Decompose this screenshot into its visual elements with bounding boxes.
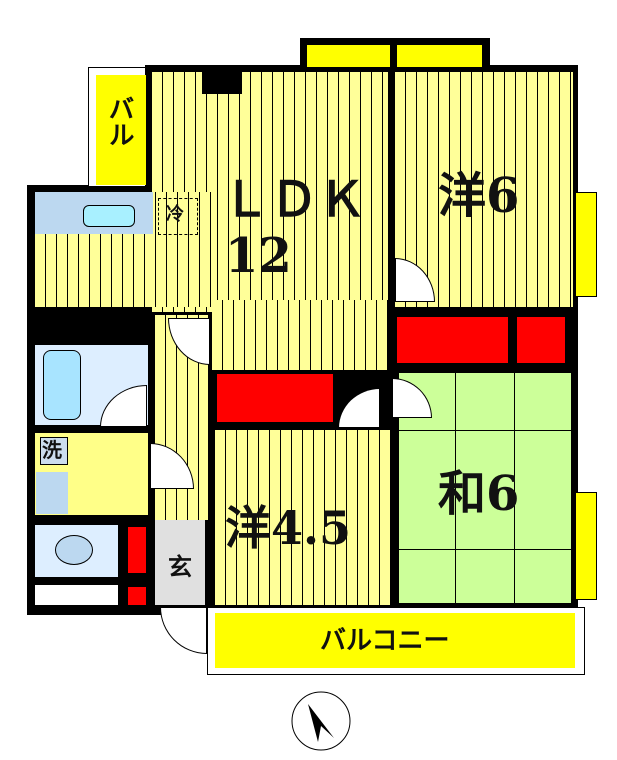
sink bbox=[83, 205, 135, 227]
ldk-room bbox=[212, 300, 388, 370]
door[interactable] bbox=[395, 258, 435, 302]
washer-box bbox=[40, 437, 68, 465]
western-6-label: 洋6 bbox=[438, 168, 520, 224]
closet bbox=[126, 585, 148, 607]
window bbox=[307, 45, 390, 67]
ldk-name: ＬＤＫ bbox=[222, 172, 367, 228]
closet bbox=[126, 525, 148, 575]
tatami-lines bbox=[398, 430, 572, 550]
balcony bbox=[215, 613, 575, 668]
western-room-45 bbox=[215, 430, 390, 605]
washer-label: 洗 bbox=[42, 438, 62, 462]
japanese-6-label: 和6 bbox=[438, 466, 520, 522]
small-balcony-floor bbox=[96, 75, 146, 185]
window bbox=[575, 192, 597, 297]
bathtub bbox=[43, 350, 81, 420]
western-room-6 bbox=[395, 72, 573, 307]
entrance-door[interactable] bbox=[160, 607, 207, 654]
entrance bbox=[155, 520, 205, 605]
washbasin bbox=[36, 472, 68, 514]
toilet bbox=[55, 535, 93, 565]
fridge-label: 冷 bbox=[166, 204, 184, 225]
closet bbox=[215, 372, 335, 424]
pillar bbox=[202, 72, 242, 94]
balcony-label: バルコニー bbox=[320, 626, 450, 656]
japanese-room-6 bbox=[398, 372, 572, 604]
closet bbox=[515, 315, 567, 365]
window bbox=[397, 45, 482, 67]
closet bbox=[395, 315, 510, 365]
entrance-label: 玄 bbox=[168, 552, 192, 581]
western-45-label: 洋4.5 bbox=[225, 501, 352, 555]
small-balcony-label: バル bbox=[104, 95, 134, 147]
window bbox=[575, 492, 597, 600]
ldk-size: 12 bbox=[225, 228, 292, 284]
tatami-lines bbox=[455, 372, 515, 604]
north-arrow-icon bbox=[291, 691, 351, 751]
fridge-space bbox=[158, 198, 198, 235]
storage bbox=[35, 585, 118, 605]
